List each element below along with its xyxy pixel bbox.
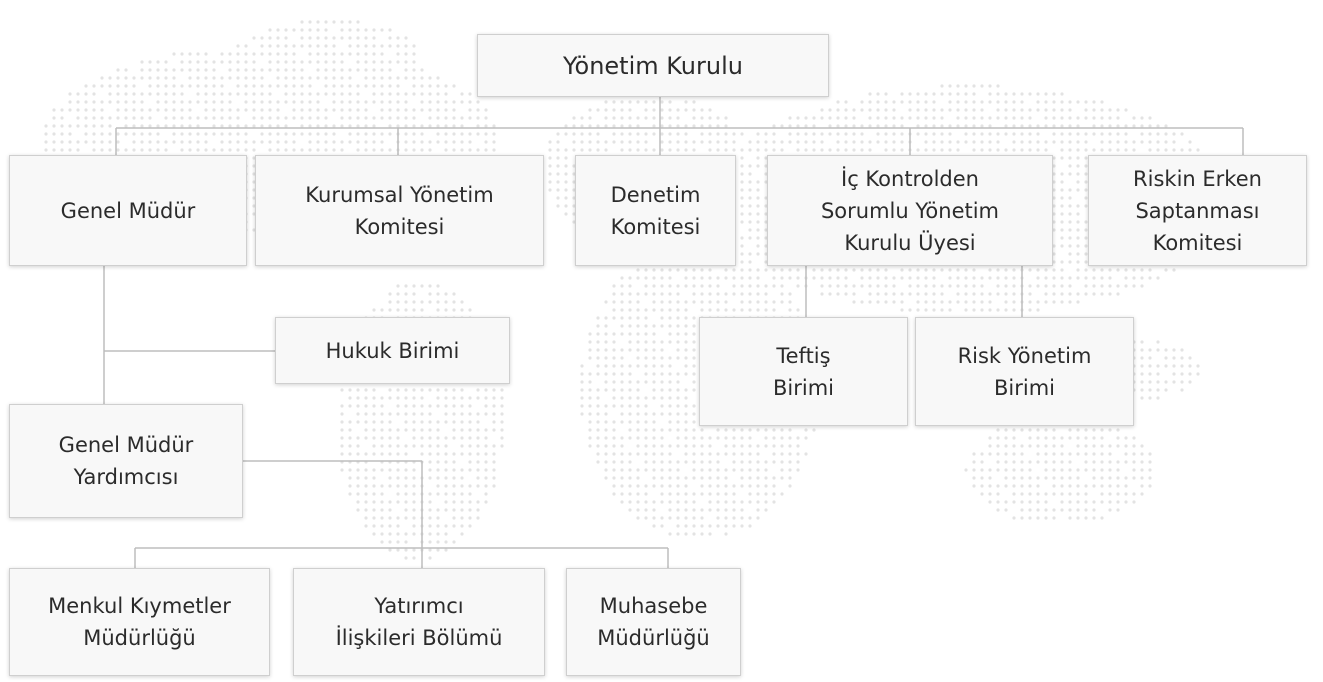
node-label-line: Komitesi bbox=[1152, 230, 1243, 255]
node-yatirimci-iliskileri-bolumu: Yatırımcı İlişkileri Bölümü bbox=[293, 568, 545, 676]
node-label-line: Yatırımcı bbox=[374, 594, 464, 618]
node-label-line: Saptanması bbox=[1135, 198, 1260, 223]
node-genel-mudur: Genel Müdür bbox=[9, 155, 247, 266]
node-label-line: Birimi bbox=[993, 375, 1055, 400]
node-muhasebe-mudurlugu: Muhasebe Müdürlüğü bbox=[566, 568, 741, 676]
node-menkul-kiymetler-mudurlugu: Menkul Kıymetler Müdürlüğü bbox=[9, 568, 270, 676]
node-label-line: Birimi bbox=[772, 375, 834, 400]
node-label-line: Genel Müdür bbox=[58, 433, 194, 457]
node-teftis-birimi: Teftiş Birimi bbox=[699, 317, 908, 426]
node-label-line: Teftiş bbox=[776, 343, 831, 368]
node-yonetim-kurulu: Yönetim Kurulu bbox=[477, 34, 829, 97]
node-label-line: Risk Yönetim bbox=[957, 343, 1092, 368]
node-label-line: Yardımcısı bbox=[73, 465, 179, 489]
node-riskin-erken-saptanmasi-komitesi: Riskin Erken Saptanması Komitesi bbox=[1088, 155, 1307, 266]
node-hukuk-birimi: Hukuk Birimi bbox=[275, 317, 510, 384]
node-label-line: Riskin Erken bbox=[1133, 166, 1262, 191]
node-label-line: Müdürlüğü bbox=[597, 626, 710, 650]
node-label-line: Genel Müdür bbox=[60, 198, 196, 223]
node-label-line: İlişkileri Bölümü bbox=[335, 626, 503, 650]
node-ic-kontrol-uyesi: İç Kontrolden Sorumlu Yönetim Kurulu Üye… bbox=[767, 155, 1053, 266]
node-label-line: Denetim bbox=[610, 182, 701, 207]
node-label-line: Komitesi bbox=[610, 214, 701, 239]
node-label-line: Kurulu Üyesi bbox=[844, 230, 976, 255]
node-label-line: Sorumlu Yönetim bbox=[820, 198, 1000, 223]
node-label: Hukuk Birimi bbox=[325, 338, 460, 363]
node-label-line: Kurumsal Yönetim bbox=[305, 182, 494, 207]
node-label-line: Muhasebe bbox=[599, 594, 708, 618]
node-label-line: Komitesi bbox=[354, 214, 445, 239]
node-denetim-komitesi: Denetim Komitesi bbox=[575, 155, 736, 266]
node-label-line: İç Kontrolden bbox=[841, 166, 979, 191]
node-genel-mudur-yardimcisi: Genel Müdür Yardımcısı bbox=[9, 404, 243, 518]
node-label: Yönetim Kurulu bbox=[563, 51, 743, 80]
node-label-line: Menkul Kıymetler bbox=[48, 594, 231, 618]
node-label-line: Müdürlüğü bbox=[83, 626, 196, 650]
node-kurumsal-yonetim-komitesi: Kurumsal Yönetim Komitesi bbox=[255, 155, 544, 266]
node-risk-yonetim-birimi: Risk Yönetim Birimi bbox=[915, 317, 1134, 426]
